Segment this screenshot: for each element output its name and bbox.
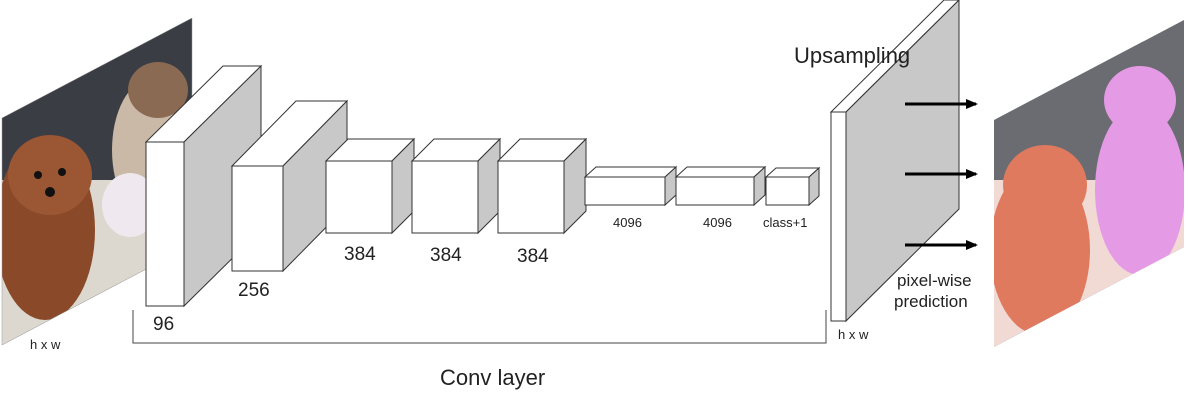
layer-label-384-a: 384 (344, 244, 376, 265)
layer-label-class: class+1 (763, 215, 807, 230)
conv-block-384-a (324, 137, 416, 235)
upsampling-label: Upsampling (794, 43, 910, 68)
prediction-label-line2: prediction (894, 292, 968, 311)
fc-block-4096-a (583, 165, 678, 207)
output-image (994, 20, 1184, 347)
conv-layer-bracket (132, 310, 827, 344)
conv-layer-label: Conv layer (440, 365, 545, 390)
layer-label-384-b: 384 (430, 245, 462, 266)
conv-block-384-b (410, 137, 502, 235)
prediction-label-line1: pixel-wise (897, 271, 972, 290)
layer-label-4096-b: 4096 (703, 215, 732, 230)
layer-label-256: 256 (238, 280, 270, 301)
output-size-label: h x w (838, 327, 869, 342)
conv-block-256 (230, 99, 349, 273)
layer-label-4096-a: 4096 (613, 215, 642, 230)
fc-block-4096-b (674, 165, 767, 207)
layer-label-96: 96 (153, 314, 174, 335)
input-size-label: h x w (30, 337, 61, 352)
upsampling-block (829, 0, 960, 323)
layer-label-384-c: 384 (517, 246, 549, 267)
conv-block-384-c (496, 137, 588, 235)
fc-block-class (764, 166, 821, 207)
